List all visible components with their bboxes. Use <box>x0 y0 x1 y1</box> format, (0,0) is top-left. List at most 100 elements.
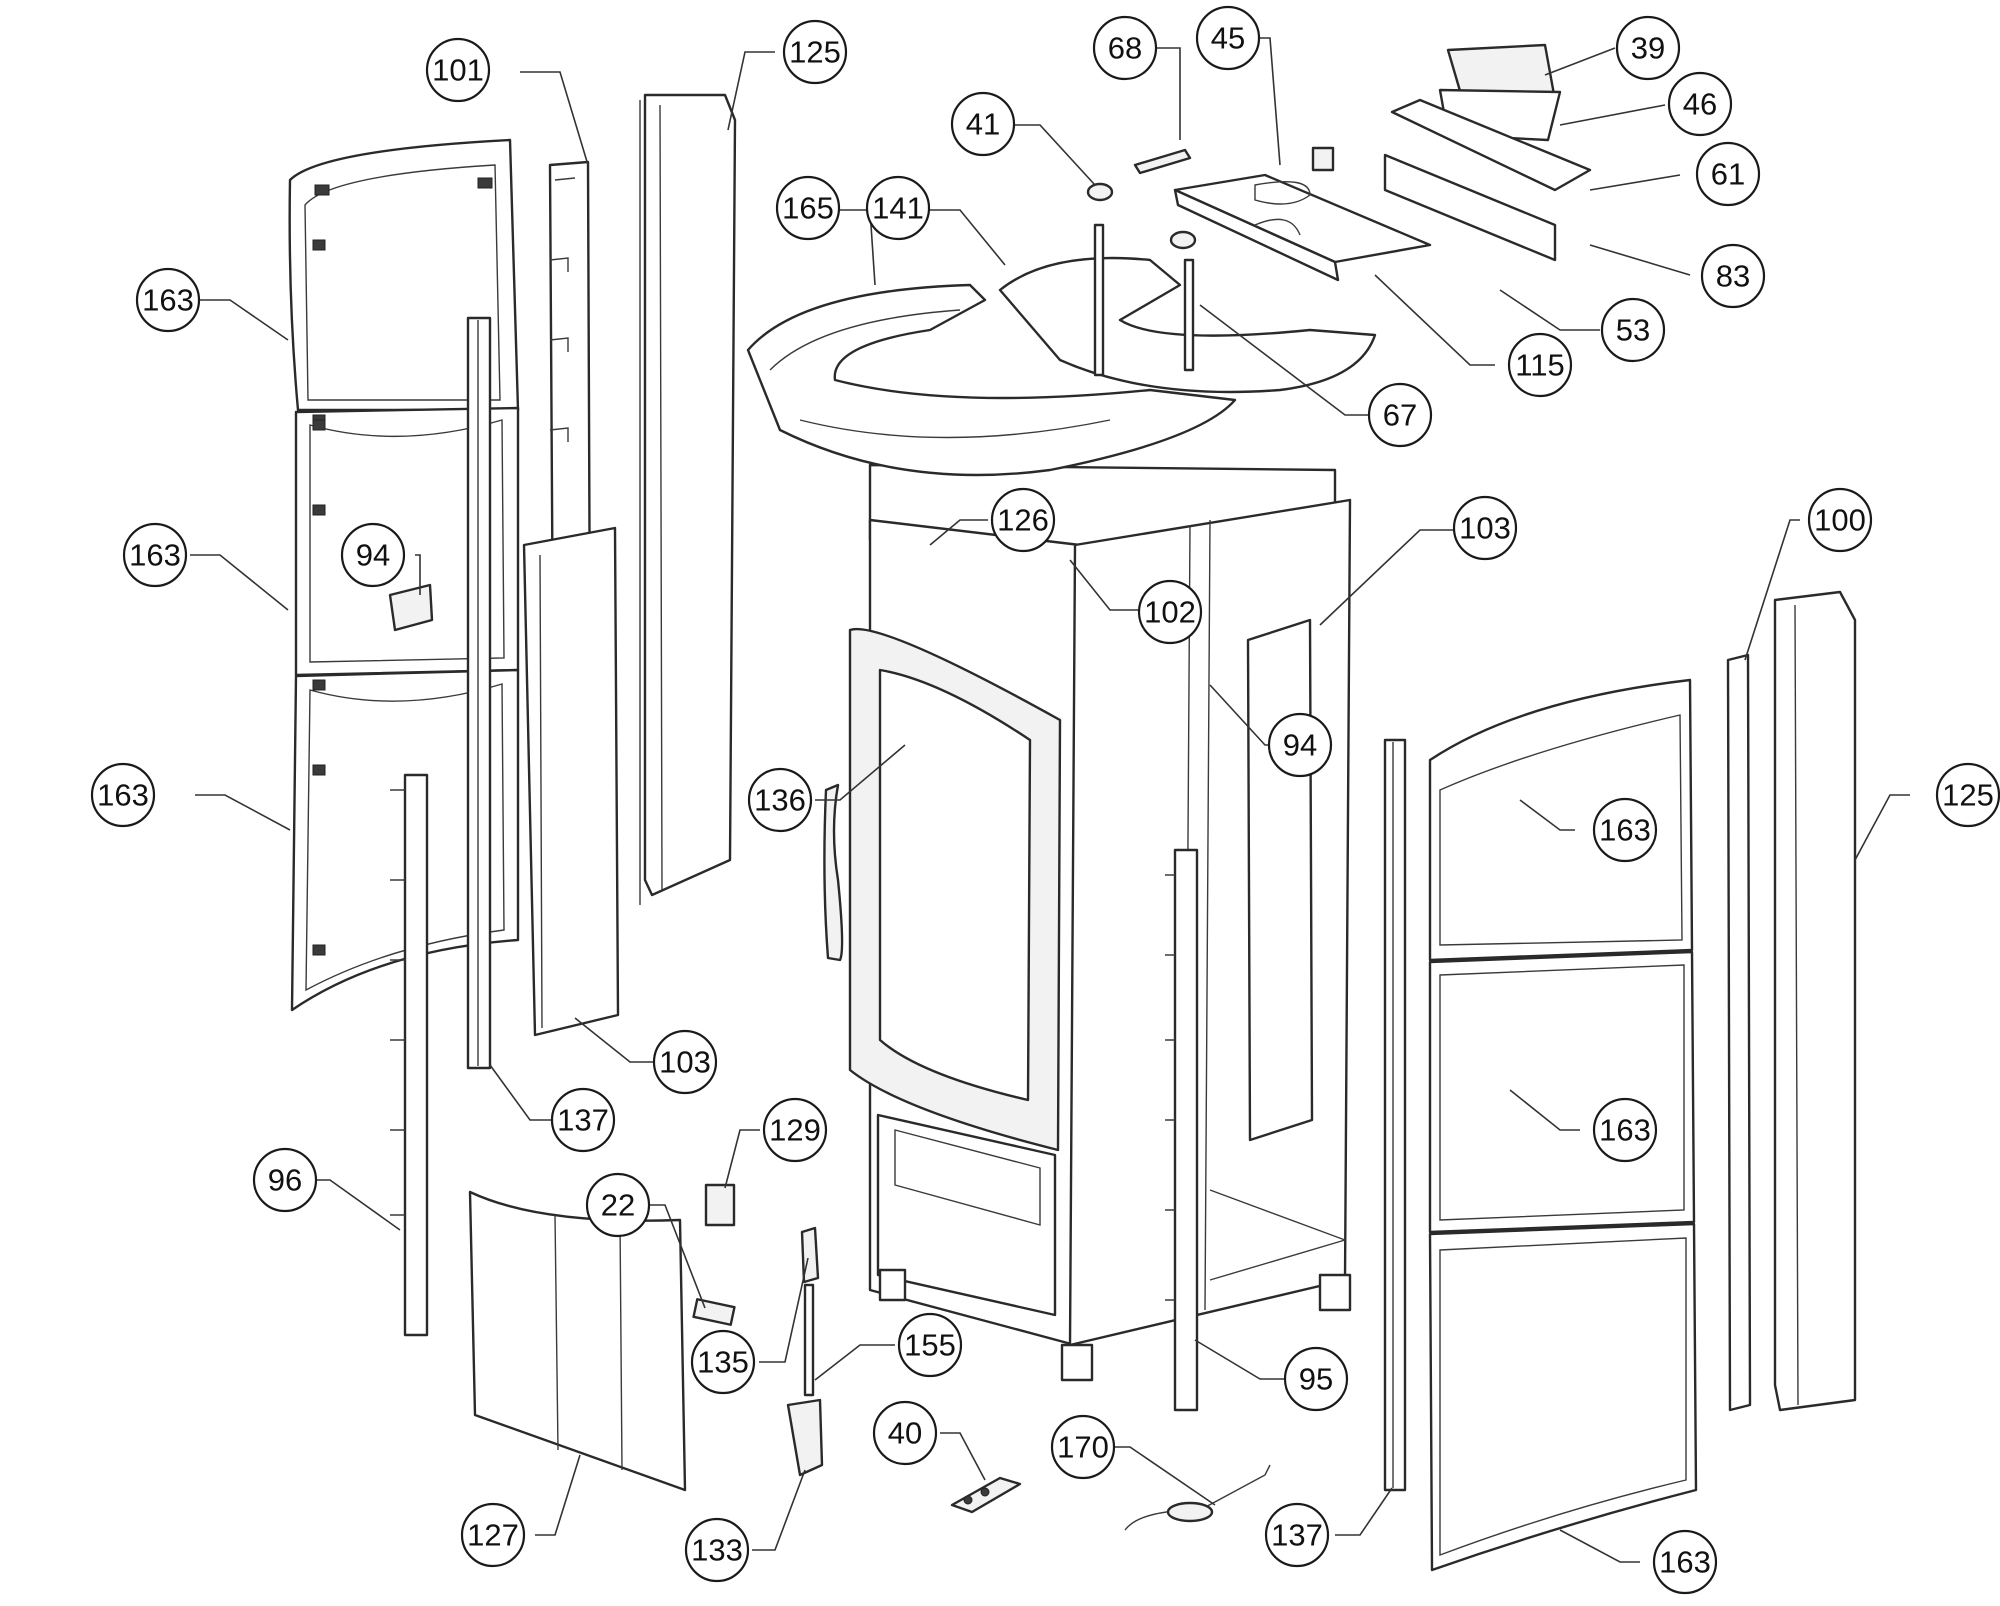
fire-door-glass <box>878 668 1032 1102</box>
callout-circle <box>1195 5 1261 71</box>
callout-bubble: 135 <box>690 1329 756 1395</box>
callout-bubble: 126 <box>990 487 1056 553</box>
callout-circle <box>1367 382 1433 448</box>
callout-circle <box>1807 487 1873 553</box>
stove-body <box>823 463 1352 1382</box>
callout-circle <box>1592 1097 1658 1163</box>
callout-label: 136 <box>754 783 806 818</box>
callout-circle <box>1137 579 1203 645</box>
callout-label: 100 <box>1814 503 1866 538</box>
callout-bubble: 22 <box>585 1172 651 1238</box>
callout-label: 96 <box>268 1163 302 1198</box>
bracket-100 <box>1726 653 1752 1412</box>
callout-label: 163 <box>1599 813 1651 848</box>
top-cover-165 <box>746 283 1237 477</box>
right-panel-bottom <box>1428 1222 1698 1572</box>
callout-bubble: 40 <box>872 1400 938 1466</box>
callout-circle <box>690 1329 756 1395</box>
callout-circle <box>90 762 156 828</box>
callout-circle <box>1615 15 1681 81</box>
callout-bubble: 68 <box>1092 15 1158 81</box>
callout-bubble: 163 <box>1592 1097 1658 1163</box>
callout-circle <box>684 1517 750 1583</box>
callout-label: 137 <box>557 1103 609 1138</box>
front-lower-panel-127 <box>468 1190 687 1492</box>
sensor-170 <box>1124 1464 1271 1531</box>
callout-bubble: 83 <box>1700 243 1766 309</box>
callout-circle <box>1092 15 1158 81</box>
callout-label: 22 <box>601 1188 635 1223</box>
callout-circle <box>1452 495 1518 561</box>
callout-label: 115 <box>1515 348 1564 383</box>
bar-96 <box>390 773 429 1337</box>
callout-bubble: 46 <box>1667 71 1733 137</box>
callout-label: 141 <box>872 191 924 226</box>
callout-circle <box>135 267 201 333</box>
callout-circle <box>652 1029 718 1095</box>
callout-circle <box>460 1502 526 1568</box>
callout-circle <box>425 37 491 103</box>
callout-bubble: 165 <box>775 175 841 241</box>
callout-bubble: 115 <box>1507 332 1573 398</box>
right-panel-top <box>1428 678 1694 962</box>
leg-left-rear <box>878 1268 907 1302</box>
callout-bubble: 67 <box>1367 382 1433 448</box>
callout-label: 125 <box>789 35 841 70</box>
ash-drawer-frame <box>876 1113 1057 1317</box>
callout-label: 129 <box>769 1113 821 1148</box>
callout-label: 83 <box>1716 259 1750 294</box>
callout-circle <box>1700 243 1766 309</box>
callout-label: 94 <box>356 538 390 573</box>
callout-circle <box>1267 712 1333 778</box>
callout-bubble: 133 <box>684 1517 750 1583</box>
callout-circle <box>1592 797 1658 863</box>
callout-bubble: 95 <box>1283 1346 1349 1412</box>
callout-bubble: 41 <box>950 91 1016 157</box>
callout-bubble: 163 <box>122 522 188 588</box>
callout-circle <box>1264 1502 1330 1568</box>
bracket-61 <box>1390 98 1592 192</box>
part-129 <box>704 1183 736 1227</box>
callout-bubble: 129 <box>762 1097 828 1163</box>
callout-label: 163 <box>129 538 181 573</box>
callout-label: 68 <box>1108 31 1142 66</box>
callout-circle <box>1050 1414 1116 1480</box>
callout-bubble: 96 <box>252 1147 318 1213</box>
callout-label: 67 <box>1383 398 1417 433</box>
callout-label: 165 <box>782 191 834 226</box>
bar-95 <box>1165 848 1199 1412</box>
callout-bubble: 100 <box>1807 487 1873 553</box>
callout-label: 103 <box>659 1045 711 1080</box>
callout-circle <box>897 1312 963 1378</box>
bracket-94-left <box>388 583 434 632</box>
top-cover-assembly <box>746 223 1377 477</box>
callout-label: 133 <box>691 1533 743 1568</box>
callout-circle <box>762 1097 828 1163</box>
callout-bubble: 61 <box>1695 141 1761 207</box>
rod-137-left <box>466 316 492 1070</box>
remote-control-40 <box>950 1476 1022 1514</box>
callout-bubble: 94 <box>1267 712 1333 778</box>
rod-137-right <box>1383 738 1407 1492</box>
callout-bubble: 170 <box>1050 1414 1116 1480</box>
callout-label: 94 <box>1283 728 1317 763</box>
callout-circle <box>950 91 1016 157</box>
inner-plate-103-right <box>1246 618 1314 1142</box>
callout-label: 45 <box>1211 21 1245 56</box>
callout-bubble: 141 <box>865 175 931 241</box>
callout-circle <box>252 1147 318 1213</box>
callout-label: 170 <box>1057 1430 1109 1465</box>
callout-label: 163 <box>1599 1113 1651 1148</box>
callout-circle <box>550 1087 616 1153</box>
callout-label: 155 <box>904 1328 956 1363</box>
control-panel-assembly <box>1383 43 1592 262</box>
callout-label: 103 <box>1459 511 1511 546</box>
right-panel-middle <box>1428 950 1696 1234</box>
callout-circle <box>1667 71 1733 137</box>
callout-circle <box>747 767 813 833</box>
knob-41b <box>1169 230 1197 250</box>
leader-lines <box>190 37 1910 1563</box>
